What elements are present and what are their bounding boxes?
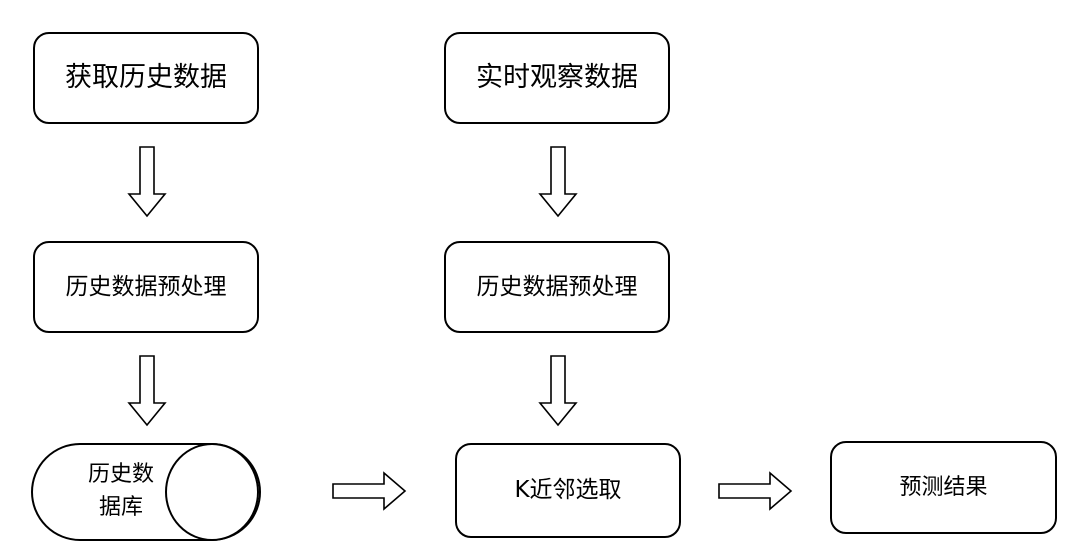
right-arrow-icon xyxy=(332,471,407,511)
node-preprocess-left: 历史数据预处理 xyxy=(33,241,259,333)
node-label: 实时观察数据 xyxy=(476,62,638,94)
right-arrow-icon xyxy=(718,471,793,511)
node-predict-result: 预测结果 xyxy=(830,441,1057,534)
node-history-database xyxy=(31,443,261,541)
history-database-label-line1: 历史数 xyxy=(87,462,154,487)
node-label: 预测结果 xyxy=(899,474,988,500)
node-label: K近邻选取 xyxy=(514,477,622,504)
down-arrow-icon xyxy=(127,146,167,218)
down-arrow-icon xyxy=(127,355,167,427)
down-arrow-icon xyxy=(538,146,578,218)
node-preprocess-right: 历史数据预处理 xyxy=(444,241,670,333)
down-arrow-icon xyxy=(538,355,578,427)
node-get-history: 获取历史数据 xyxy=(33,32,259,124)
history-database-label-line2: 据库 xyxy=(98,495,143,520)
history-database-label: 历史数 据库 xyxy=(62,458,180,524)
node-realtime-observation: 实时观察数据 xyxy=(444,32,670,124)
node-label: 历史数据预处理 xyxy=(65,273,227,300)
node-label: 历史数据预处理 xyxy=(476,273,638,300)
node-label: 获取历史数据 xyxy=(65,62,227,94)
node-knn-select: K近邻选取 xyxy=(455,443,681,538)
